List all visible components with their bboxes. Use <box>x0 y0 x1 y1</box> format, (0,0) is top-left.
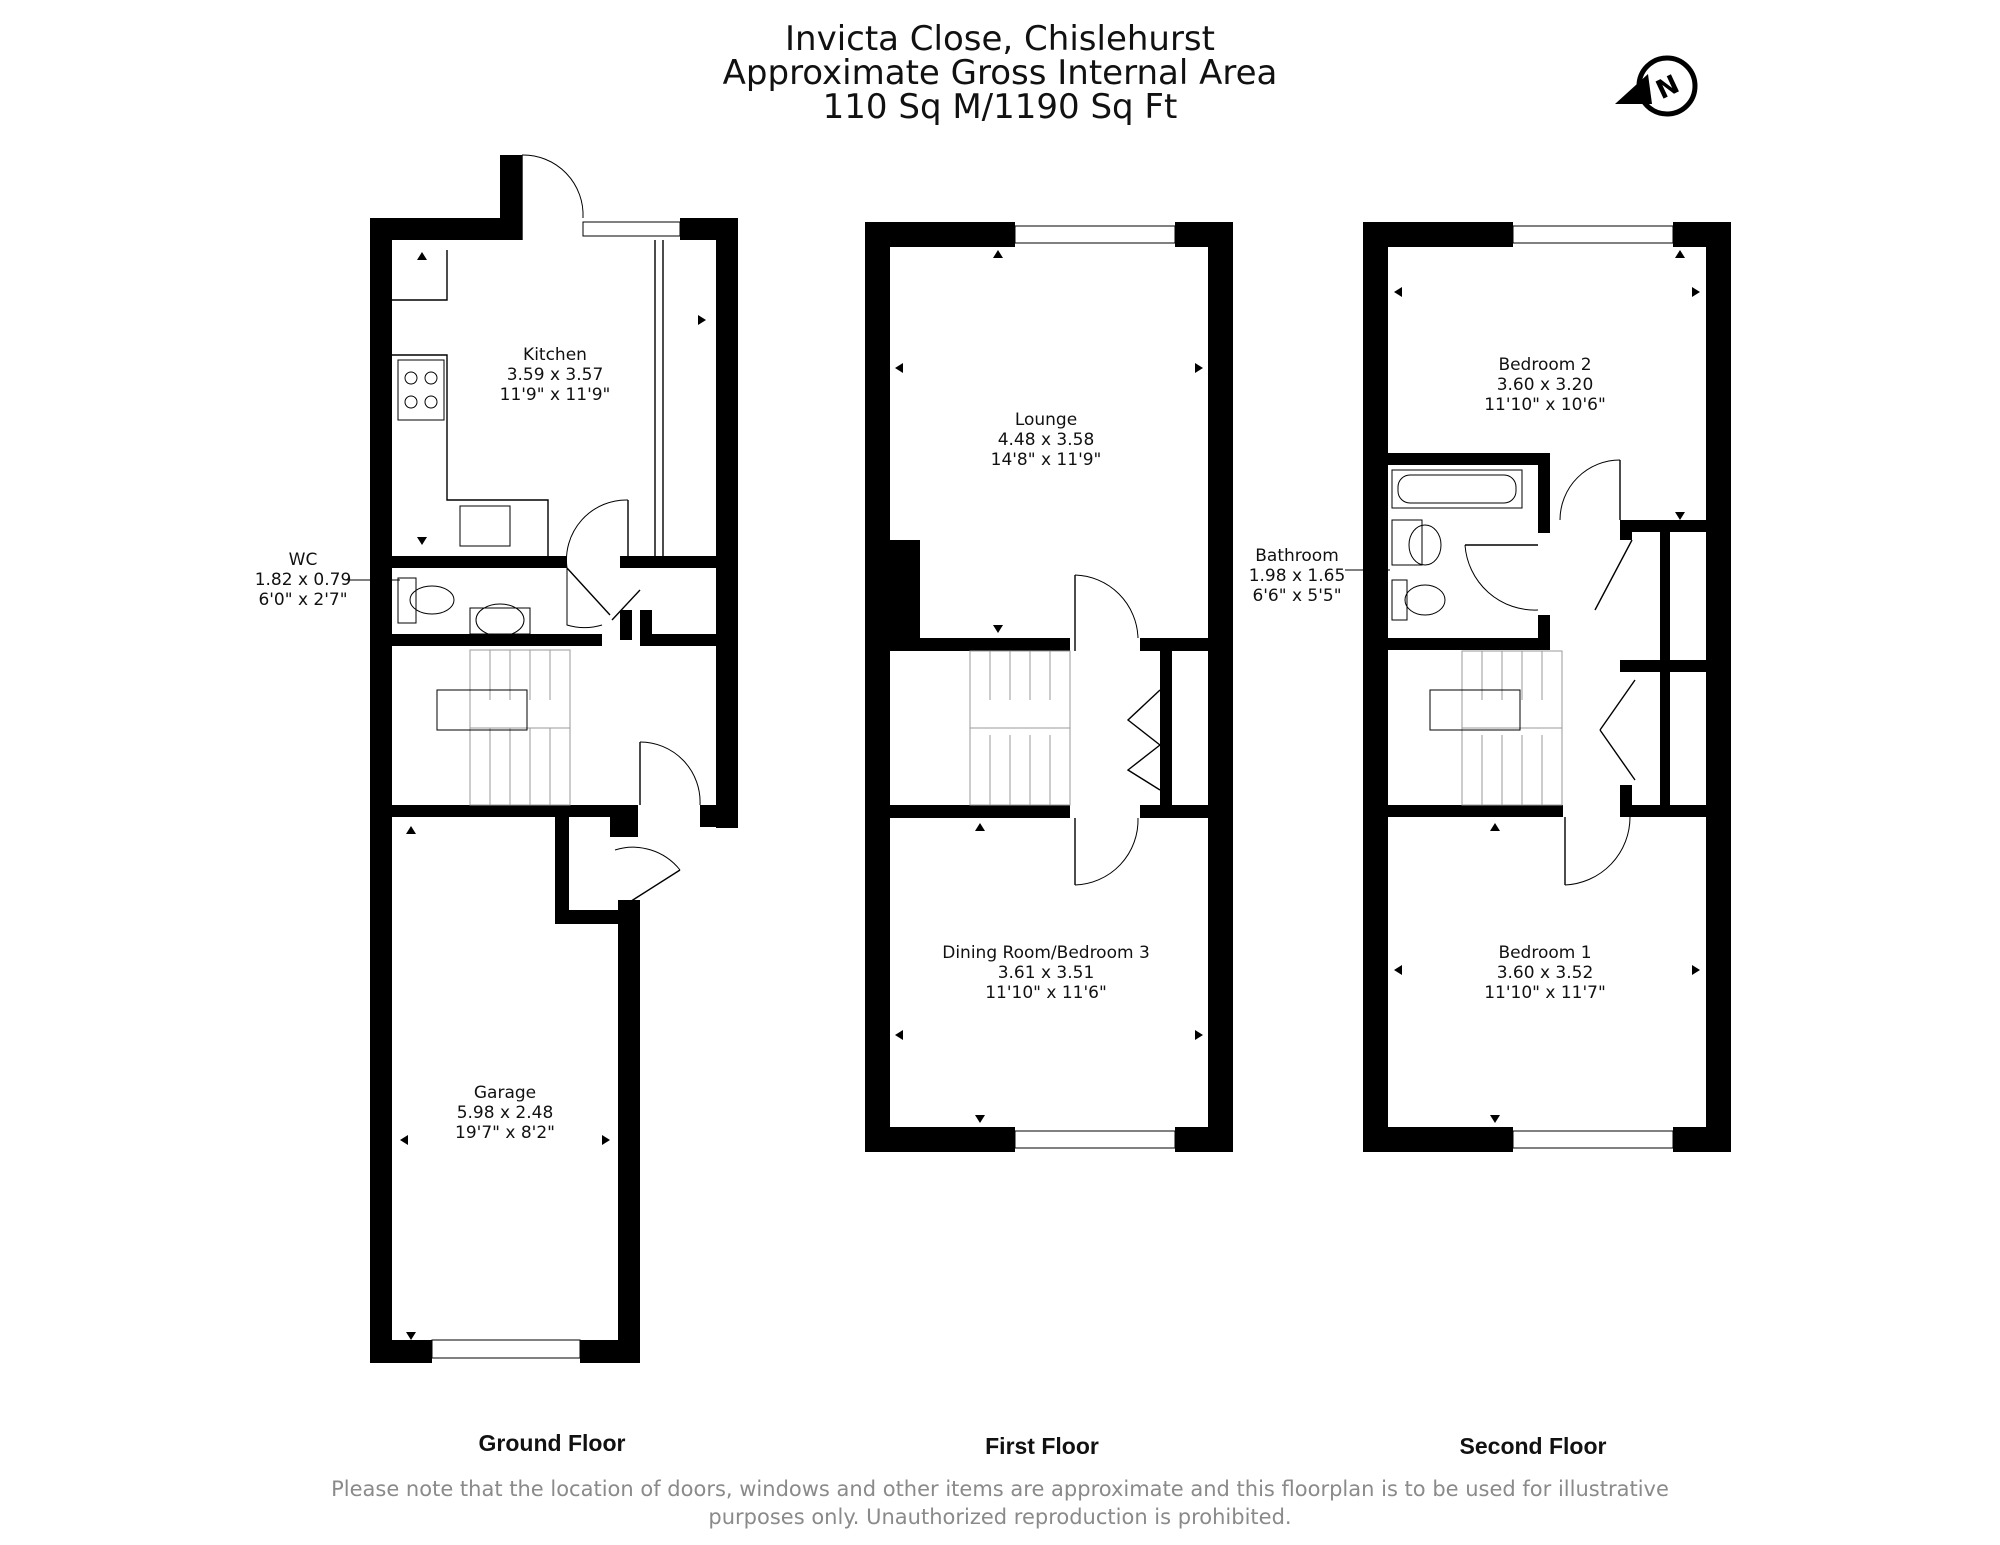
bedroom1-imperial: 11'10" x 11'7" <box>1484 983 1606 1003</box>
bedroom2-name: Bedroom 2 <box>1498 355 1591 375</box>
kitchen-name: Kitchen <box>523 345 587 365</box>
dining-metric: 3.61 x 3.51 <box>998 963 1095 983</box>
kitchen-metric: 3.59 x 3.57 <box>507 365 604 385</box>
garage-metric: 5.98 x 2.48 <box>457 1103 554 1123</box>
bathroom-name: Bathroom <box>1255 546 1339 566</box>
first-floor-plan <box>865 222 1233 1152</box>
bedroom1-metric: 3.60 x 3.52 <box>1497 963 1594 983</box>
compass-letter: N <box>1652 70 1684 106</box>
bedroom2-metric: 3.60 x 3.20 <box>1497 375 1594 395</box>
plan-subtitle: Approximate Gross Internal Area <box>722 53 1278 93</box>
bathroom-imperial: 6'6" x 5'5" <box>1252 586 1341 606</box>
wc-metric: 1.82 x 0.79 <box>255 570 352 590</box>
compass-icon: N <box>1615 55 1698 117</box>
lounge-imperial: 14'8" x 11'9" <box>991 450 1102 470</box>
disclaimer: Please note that the location of doors, … <box>300 1475 1700 1531</box>
title-block: Invicta Close, Chislehurst Approximate G… <box>0 22 2000 124</box>
plan-area: 110 Sq M/1190 Sq Ft <box>822 87 1178 127</box>
second-floor-label: Second Floor <box>1459 1433 1607 1459</box>
bedroom2-imperial: 11'10" x 10'6" <box>1484 395 1606 415</box>
kitchen-imperial: 11'9" x 11'9" <box>500 385 611 405</box>
ground-floor-label: Ground Floor <box>478 1430 626 1456</box>
garage-imperial: 19'7" x 8'2" <box>455 1123 555 1143</box>
wc-imperial: 6'0" x 2'7" <box>258 590 347 610</box>
second-floor-plan <box>1345 222 1731 1152</box>
bathroom-metric: 1.98 x 1.65 <box>1249 566 1346 586</box>
lounge-metric: 4.48 x 3.58 <box>998 430 1095 450</box>
dining-name: Dining Room/Bedroom 3 <box>942 943 1150 963</box>
disclaimer-line-2: purposes only. Unauthorized reproduction… <box>708 1505 1292 1529</box>
ground-floor-plan <box>345 154 738 1363</box>
wc-name: WC <box>289 550 318 570</box>
disclaimer-line-1: Please note that the location of doors, … <box>331 1477 1669 1501</box>
bedroom1-name: Bedroom 1 <box>1498 943 1591 963</box>
dining-imperial: 11'10" x 11'6" <box>985 983 1107 1003</box>
garage-name: Garage <box>474 1083 536 1103</box>
first-floor-label: First Floor <box>985 1433 1099 1459</box>
lounge-name: Lounge <box>1015 410 1077 430</box>
plan-title: Invicta Close, Chislehurst <box>785 19 1215 59</box>
